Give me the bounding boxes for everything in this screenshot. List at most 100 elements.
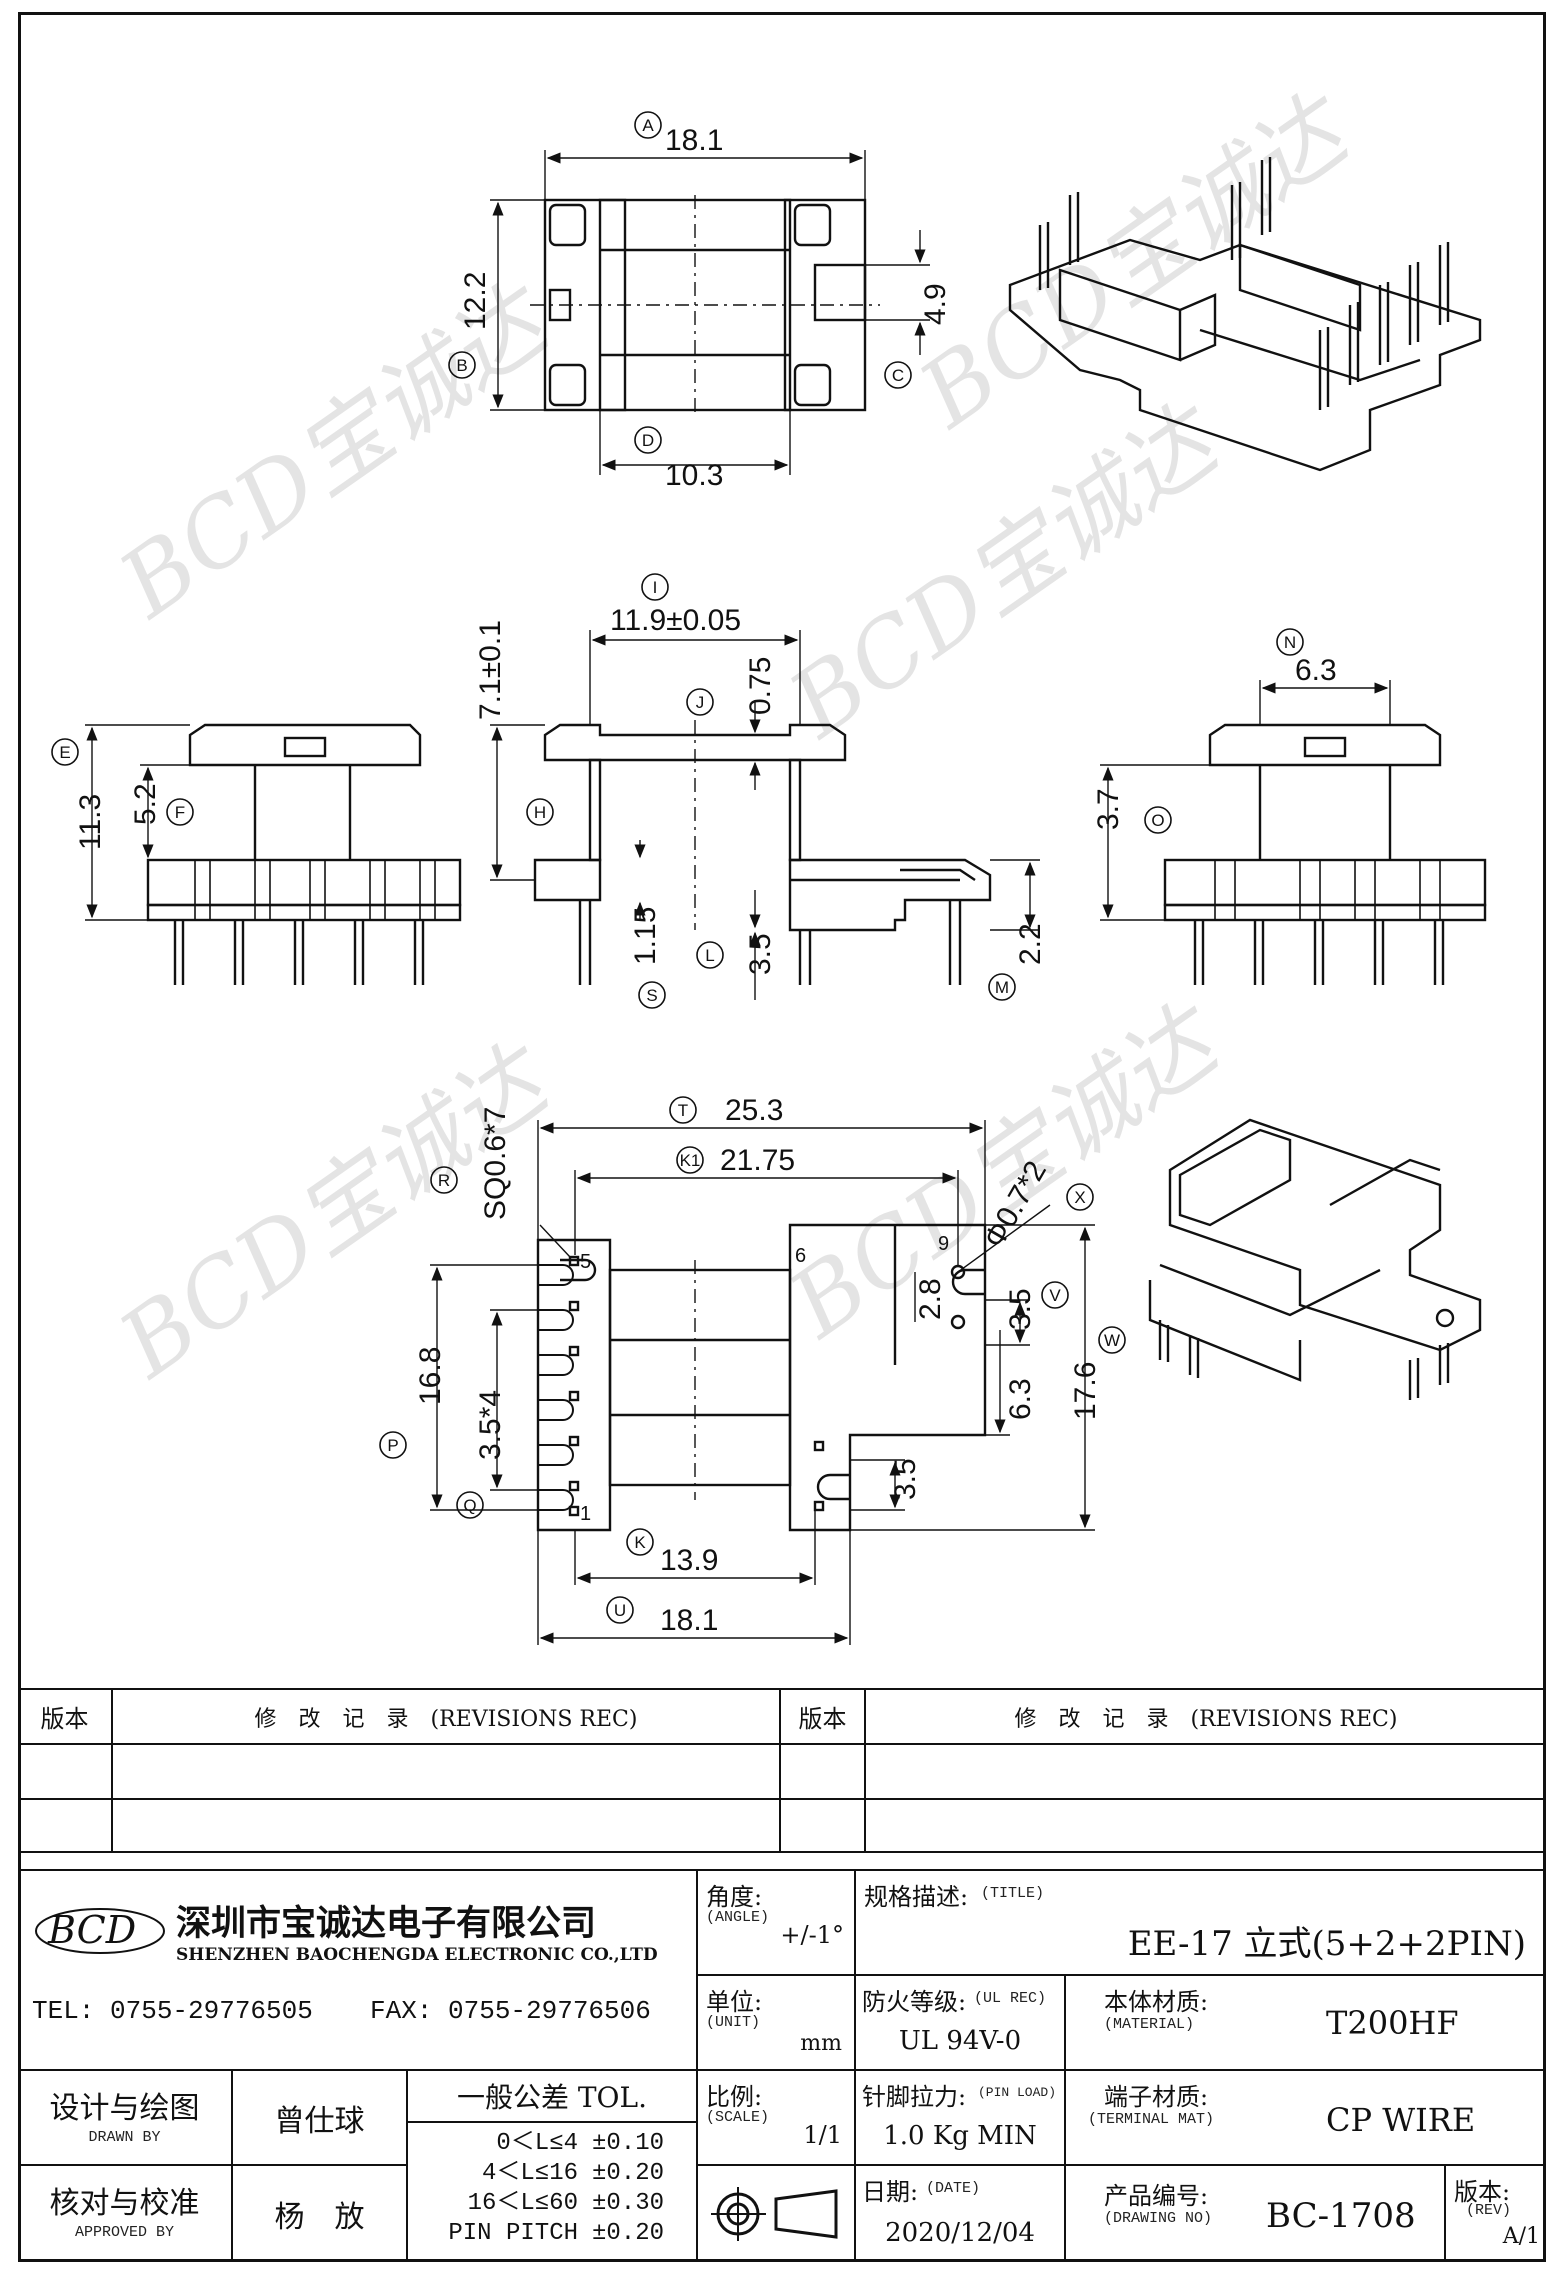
ref-circle-c: C xyxy=(884,361,912,389)
ul-cell: 防火等级: (UL REC) UL 94V-0 xyxy=(856,1976,1066,2071)
svg-text:E: E xyxy=(59,743,70,762)
dim-n: 6.3 xyxy=(1295,654,1337,687)
ref-circle-l: L xyxy=(696,941,724,969)
tolerance-value: ±0.10 xyxy=(592,2130,665,2157)
ref-circle-i: I xyxy=(641,573,669,601)
tolerance-range: 16＜L≤60 xyxy=(467,2190,578,2217)
dim-w: 17.6 xyxy=(1069,1362,1102,1420)
dim-q: 3.5*4 xyxy=(474,1390,507,1460)
ref-circle-f: F xyxy=(166,798,194,826)
ref-circle-h: H xyxy=(526,798,554,826)
ref-circle-n: N xyxy=(1276,628,1304,656)
ref-circle-a: A xyxy=(634,111,662,139)
rev-cell xyxy=(113,1800,781,1853)
ref-circle-r: R xyxy=(430,1166,458,1194)
company-block: BCD 深圳市宝诚达电子有限公司 SHENZHEN BAOCHENGDA ELE… xyxy=(18,1871,698,2071)
dim-b: 12.2 xyxy=(459,272,492,330)
rev-cell xyxy=(866,1800,1546,1853)
rev-cell xyxy=(781,1800,866,1853)
left-side-view xyxy=(146,723,462,985)
svg-text:Q: Q xyxy=(463,1496,476,1515)
rev-cell xyxy=(781,1745,866,1800)
rev-spacer xyxy=(18,1853,1546,1871)
svg-text:M: M xyxy=(995,978,1009,997)
technical-drawing: BCD宝诚达 BCD宝诚达 BCD宝诚达 BCD宝诚达 BCD宝诚达 xyxy=(51,74,1487,1645)
dim-pin9: 2.8 xyxy=(914,1278,947,1320)
ref-circle-o: O xyxy=(1144,806,1172,834)
svg-text:B: B xyxy=(456,356,467,375)
svg-text:W: W xyxy=(1104,1331,1120,1350)
ref-circle-t: T xyxy=(669,1096,697,1124)
pin-5-label: 5 xyxy=(580,1251,591,1273)
company-fax: FAX: 0755-29776506 xyxy=(370,1996,651,2026)
tolerance-range: PIN PITCH xyxy=(448,2220,578,2247)
tolerance-row: 0＜L≤4 ±0.10 xyxy=(408,2129,696,2159)
company-tel: TEL: 0755-29776505 xyxy=(32,1996,313,2026)
svg-text:H: H xyxy=(534,803,546,822)
rev-record-header-left: 修 改 记 录 (REVISIONS REC) xyxy=(113,1688,781,1745)
front-view xyxy=(533,720,992,985)
rev-cell xyxy=(18,1800,113,1853)
ref-circle-u: U xyxy=(606,1596,634,1624)
ref-circle-v: V xyxy=(1041,1281,1069,1309)
svg-text:N: N xyxy=(1284,633,1296,652)
ref-circle-p: P xyxy=(379,1431,407,1459)
ref-circle-w: W xyxy=(1098,1326,1126,1354)
svg-text:V: V xyxy=(1049,1286,1061,1305)
ref-circle-k1: K1 xyxy=(676,1146,704,1174)
pin-6-label: 6 xyxy=(795,1245,806,1267)
svg-text:I: I xyxy=(653,578,658,597)
designer-name: 曾仕球 xyxy=(233,2071,408,2166)
dim-r: SQ0.6*7 xyxy=(479,1107,512,1220)
ref-circle-q: Q xyxy=(456,1491,484,1519)
projection-symbol xyxy=(698,2166,856,2262)
dim-a: 18.1 xyxy=(665,124,723,157)
svg-text:U: U xyxy=(614,1601,626,1620)
svg-text:D: D xyxy=(642,431,654,450)
pin-9-label: 9 xyxy=(938,1233,949,1255)
svg-text:R: R xyxy=(438,1171,450,1190)
dim-s: 1.15 xyxy=(629,907,662,965)
isometric-view-bottom xyxy=(1148,1118,1482,1400)
tolerance-range: 4＜L≤16 xyxy=(481,2160,578,2187)
drawing-number: BC-1708 xyxy=(1266,2196,1416,2236)
rev-cell xyxy=(18,1745,113,1800)
approver-label-cell: 核对与校准 APPROVED BY xyxy=(18,2166,233,2262)
svg-text:O: O xyxy=(1151,811,1164,830)
company-name-cn: 深圳市宝诚达电子有限公司 xyxy=(176,1904,597,1944)
tolerance-row: 4＜L≤16±0.20 xyxy=(408,2159,696,2189)
date-cell: 日期: (DATE) 2020/12/04 xyxy=(856,2166,1066,2262)
svg-text:C: C xyxy=(892,366,904,385)
rev-version-header-left: 版本 xyxy=(18,1688,113,1745)
tolerance-row: PIN PITCH±0.20 xyxy=(408,2219,696,2249)
unit-cell: 单位: (UNIT) mm xyxy=(698,1976,856,2071)
scale-cell: 比例: (SCALE) 1/1 xyxy=(698,2071,856,2166)
dim-low: 3.5 xyxy=(889,1458,922,1500)
rev-version-header-right: 版本 xyxy=(781,1688,866,1745)
ref-circle-m: M xyxy=(988,973,1016,1001)
svg-text:BCD宝诚达: BCD宝诚达 xyxy=(900,74,1372,449)
drawing-no-cell: 产品编号: (DRAWING NO) BC-1708 xyxy=(1066,2166,1446,2262)
company-logo: BCD xyxy=(30,1893,170,1963)
rev-cell xyxy=(866,1745,1546,1800)
material-cell: 本体材质: (MATERIAL) T200HF xyxy=(1066,1976,1546,2071)
designer-label-cell: 设计与绘图 DRAWN BY xyxy=(18,2071,233,2166)
dim-l: 3.5 xyxy=(744,933,777,975)
svg-text:P: P xyxy=(387,1436,398,1455)
title-block: 版本 修 改 记 录 (REVISIONS REC) 版本 修 改 记 录 (R… xyxy=(18,1688,1546,2262)
dim-h: 7.1±0.1 xyxy=(474,620,507,720)
angle-cell: 角度: (ANGLE) +/-1° xyxy=(698,1871,856,1976)
ref-circle-e: E xyxy=(51,738,79,766)
title-cell: 规格描述: (TITLE) EE-17 立式(5+2+2PIN) xyxy=(856,1871,1546,1976)
dim-t: 25.3 xyxy=(725,1094,783,1127)
top-view xyxy=(530,195,880,415)
company-name-en: SHENZHEN BAOCHENGDA ELECTRONIC CO.,LTD xyxy=(176,1945,658,1965)
ref-circle-d: D xyxy=(634,426,662,454)
rev-record-header-right: 修 改 记 录 (REVISIONS REC) xyxy=(866,1688,1546,1745)
dim-f: 5.2 xyxy=(129,783,162,825)
svg-text:F: F xyxy=(175,803,185,822)
tolerance-range: 0＜L≤4 xyxy=(496,2130,578,2157)
dim-v: 3.5 xyxy=(1004,1288,1037,1330)
